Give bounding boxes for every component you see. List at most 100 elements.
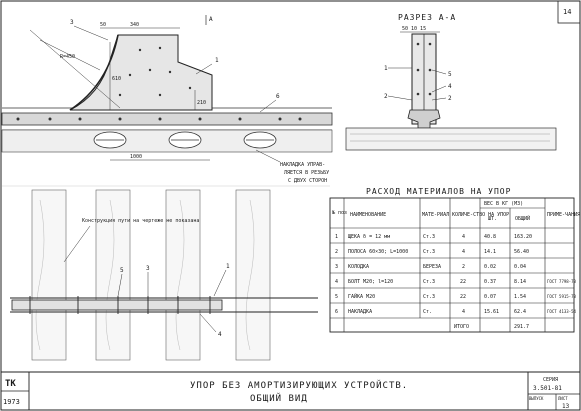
section-sleeper xyxy=(345,127,557,151)
top-view: 50 340 610 210 R=450 1000 А 3 1 6 НАКЛАД… xyxy=(1,15,333,184)
cheek-plate xyxy=(69,34,213,111)
sheet-value: 13 xyxy=(562,403,570,410)
table-row-lines xyxy=(330,207,574,319)
row-6-total: 62.4 xyxy=(514,309,526,315)
issue-label: ВЫПУСК xyxy=(529,396,544,401)
section-dims: 50 10 15 xyxy=(402,26,426,32)
drawing-title-1: УПОР БЕЗ АМОРТИЗИРУЮЩИХ УСТРОЙСТВ. xyxy=(190,379,408,391)
section-title: РАЗРЕЗ А-А xyxy=(398,13,456,22)
dim-radius: R=450 xyxy=(60,54,75,60)
plan-view: Конструкция пути на чертеже не показана … xyxy=(10,189,318,361)
plan-wood-grain xyxy=(35,199,255,351)
row-6-material: Ст. xyxy=(423,309,432,315)
table-row: 4 БОЛТ М20; l=120 Ст.3 22 0.37 8.14 ГОСТ… xyxy=(335,279,576,285)
dim-340: 340 xyxy=(130,22,139,28)
th-qty: КОЛИЧЕ-СТВО НА УПОР xyxy=(452,212,509,218)
plan-callout-5-leader xyxy=(117,273,123,297)
row-1-qty: 4 xyxy=(462,234,465,240)
th-note: ПРИМЕ-ЧАНИЯ xyxy=(547,212,580,218)
row-5-material: Ст.3 xyxy=(423,294,435,300)
sheet-number: 14 xyxy=(563,8,571,16)
drawing-title-2: ОБЩИЙ ВИД xyxy=(250,392,308,404)
table-row: 2 ПОЛОСА 60×30; L=1000 Ст.3 4 14.1 56.40 xyxy=(335,249,529,255)
row-6-name: НАКЛАДКА xyxy=(348,309,372,315)
row-2-total: 56.40 xyxy=(514,249,529,255)
row-5-num: 5 xyxy=(335,294,338,300)
series-label: СЕРИЯ xyxy=(543,377,558,383)
row-4-qty: 22 xyxy=(460,279,466,285)
cheek-curve xyxy=(69,34,119,111)
row-3-unit: 0.02 xyxy=(484,264,496,270)
th-material: МАТЕ-РИАЛ xyxy=(422,212,449,218)
row-4-note: ГОСТ 7798-70 xyxy=(547,279,576,284)
section-callout-2-right: 2 xyxy=(448,95,452,102)
row-3-name: КОЛОДКА xyxy=(348,264,369,270)
sleeper-band xyxy=(1,129,333,153)
plan-callout-3: 3 xyxy=(146,265,150,272)
total-value: 291.7 xyxy=(514,324,529,330)
th-unit: ШТ. xyxy=(488,216,497,222)
callout-1-top: 1 xyxy=(215,57,219,64)
sheet-label: ЛИСТ xyxy=(558,396,568,401)
th-weight: ВЕС В КГ (М3) xyxy=(484,201,523,207)
table-row: 1 ЩЕКА δ = 12 мм Ст.3 4 40.8 163.20 xyxy=(335,234,532,240)
row-5-unit: 0.07 xyxy=(484,294,496,300)
series-box xyxy=(527,371,581,411)
section-view: РАЗРЕЗ А-А 50 10 15 1 5 4 2 2 xyxy=(345,13,557,151)
row-4-material: Ст.3 xyxy=(423,279,435,285)
row-6-num: 6 xyxy=(335,309,338,315)
row-4-name: БОЛТ М20; l=120 xyxy=(348,279,393,285)
row-2-num: 2 xyxy=(335,249,338,255)
row-5-note: ГОСТ 5915-70 xyxy=(547,294,576,299)
section-bolts xyxy=(416,42,432,96)
row-5-total: 1.54 xyxy=(514,294,526,300)
note-line-3: С ДВУХ СТОРОН xyxy=(288,178,327,184)
plan-callout-4: 4 xyxy=(218,331,222,338)
plan-sleepers xyxy=(31,189,271,361)
row-4-num: 4 xyxy=(335,279,338,285)
row-2-name: ПОЛОСА 60×30; L=1000 xyxy=(348,249,408,255)
materials-title: РАСХОД МАТЕРИАЛОВ НА УПОР xyxy=(366,187,511,196)
row-1-num: 1 xyxy=(335,234,338,240)
dim-610: 610 xyxy=(112,76,121,82)
cheek-rivets xyxy=(118,46,192,97)
th-num: № поз xyxy=(332,210,347,216)
plan-stop-bolts xyxy=(29,296,211,314)
plan-callout-1-leader xyxy=(213,269,227,297)
note-leader xyxy=(255,149,281,163)
section-callout-2l-leader xyxy=(387,95,413,101)
row-2-unit: 14.1 xyxy=(484,249,496,255)
row-6-unit: 15.61 xyxy=(484,309,499,315)
section-callout-5: 5 xyxy=(448,71,452,78)
table-row: 5 ГАЙКА М20 Ст.3 22 0.07 1.54 ГОСТ 5915-… xyxy=(335,293,576,300)
section-callout-5-leader xyxy=(431,69,447,75)
callout-3-top: 3 xyxy=(70,19,74,26)
section-callout-4: 4 xyxy=(448,83,452,90)
callout-1-leader xyxy=(195,63,213,75)
table-frame xyxy=(329,197,575,333)
row-1-unit: 40.8 xyxy=(484,234,496,240)
total-label: ИТОГО xyxy=(454,324,469,330)
series-value: 3.501-81 xyxy=(533,385,562,392)
row-3-material: БЕРЕЗА xyxy=(423,264,441,270)
table-row: 6 НАКЛАДКА Ст. 4 15.61 62.4 ГОСТ 4133-54 xyxy=(335,309,576,315)
rail-bolts xyxy=(16,117,302,121)
row-1-name: ЩЕКА δ = 12 мм xyxy=(348,234,390,240)
plan-note: Конструкция пути на чертеже не показана xyxy=(82,218,199,224)
row-4-total: 8.14 xyxy=(514,279,526,285)
rail-band xyxy=(1,112,333,126)
plan-callout-1: 1 xyxy=(226,263,230,270)
row-4-unit: 0.37 xyxy=(484,279,496,285)
th-name: НАИМЕНОВАНИЕ xyxy=(350,212,386,218)
stamp-tk: ТК xyxy=(5,379,16,389)
materials-table: РАСХОД МАТЕРИАЛОВ НА УПОР № поз НАИМЕНОВ… xyxy=(329,187,580,333)
dim-50: 50 xyxy=(100,22,106,28)
callout-6-leader xyxy=(259,99,277,113)
sheet-number-box xyxy=(557,0,581,24)
callout-6-top: 6 xyxy=(276,93,280,100)
note-line-2: ЛЯЕТСЯ В РЕЗЬБУ xyxy=(284,170,329,176)
radius-line xyxy=(39,39,101,71)
row-2-qty: 4 xyxy=(462,249,465,255)
